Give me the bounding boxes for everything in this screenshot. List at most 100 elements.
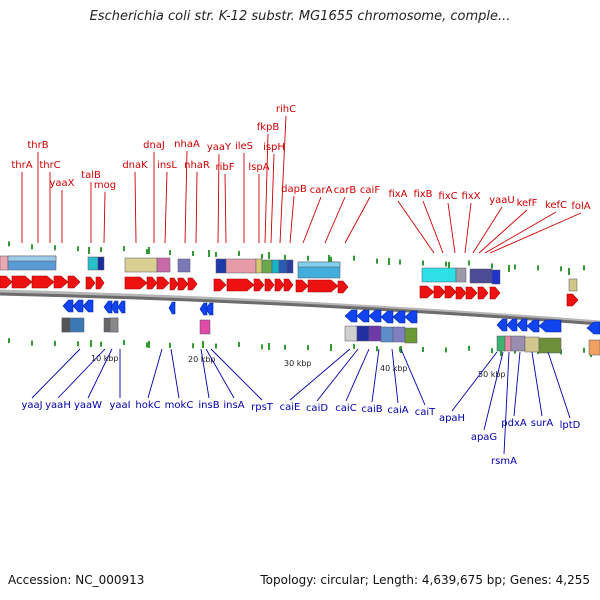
leader-line-reverse	[31, 348, 81, 399]
scale-tick-upper	[514, 264, 516, 270]
leader-line-forward	[302, 196, 322, 244]
feature-block	[225, 258, 257, 274]
feature-block	[524, 336, 540, 353]
reverse-gene-arrow	[368, 309, 382, 323]
forward-gene-arrow	[31, 275, 55, 289]
gene-label-insB: insB	[198, 400, 219, 411]
forward-gene-arrow	[156, 276, 170, 290]
forward-gene-arrow	[11, 275, 33, 289]
leader-line-forward	[279, 115, 287, 244]
feature-block	[278, 259, 288, 274]
gene-label-fixB: fixB	[413, 189, 432, 200]
gene-label-fixA: fixA	[388, 189, 407, 200]
scale-tick-upper	[399, 259, 401, 265]
leader-line-forward	[134, 171, 137, 244]
forward-gene-arrow	[0, 275, 13, 289]
scale-tick-major	[508, 265, 510, 272]
scale-tick-major	[268, 343, 270, 350]
gene-label-rpsT: rpsT	[251, 402, 274, 413]
gene-label-yaaY: yaaY	[207, 142, 232, 153]
scale-tick-upper	[284, 254, 286, 260]
gene-label-rihC: rihC	[276, 104, 296, 115]
scale-tick-upper	[215, 251, 217, 257]
feature-block	[538, 337, 562, 354]
leader-line-reverse	[170, 348, 180, 399]
reverse-gene-arrow	[506, 318, 518, 332]
gene-label-ribF: ribF	[216, 162, 235, 173]
scale-tick-upper	[537, 265, 539, 271]
forward-gene-arrow	[146, 276, 158, 290]
kbp-label: 50 kbp	[478, 370, 506, 379]
gene-label-kefC: kefC	[545, 200, 567, 211]
leader-line-reverse	[147, 348, 163, 399]
feature-block	[61, 317, 71, 333]
forward-gene-arrow	[283, 278, 294, 292]
gene-label-lptD: lptD	[560, 420, 581, 431]
feature-block	[455, 267, 467, 283]
kbp-label: 10 kbp	[91, 354, 119, 363]
gene-label-dnaK: dnaK	[122, 160, 148, 171]
scale-tick-major	[388, 258, 390, 265]
forward-gene-arrow	[337, 280, 349, 294]
scale-tick-upper	[491, 263, 493, 269]
leader-line-reverse	[391, 348, 399, 404]
leader-line-forward	[184, 150, 188, 244]
leader-line-reverse	[513, 351, 521, 417]
reverse-gene-arrow	[356, 309, 370, 323]
reverse-gene-arrow	[110, 300, 119, 314]
gene-label-ileS: ileS	[235, 141, 253, 152]
forward-gene-arrow	[465, 286, 478, 300]
scale-tick-lower	[169, 342, 171, 348]
gene-label-thrA: thrA	[11, 160, 32, 171]
forward-gene-arrow	[177, 277, 189, 291]
scale-tick-upper	[445, 261, 447, 267]
scale-tick-upper	[376, 258, 378, 264]
gene-label-carA: carA	[310, 185, 333, 196]
gene-label-caiB: caiB	[361, 404, 382, 415]
leader-line-reverse	[87, 348, 113, 399]
scale-tick-major	[328, 255, 330, 262]
feature-block	[97, 256, 105, 271]
reverse-gene-arrow	[380, 310, 394, 324]
scale-tick-lower	[468, 345, 470, 351]
forward-gene-arrow	[124, 276, 148, 290]
scale-tick-lower	[8, 338, 10, 344]
forward-gene-arrow	[187, 277, 198, 291]
leader-line-reverse	[57, 348, 106, 399]
leader-line-forward	[164, 171, 168, 244]
gene-label-nhaR: nhaR	[184, 160, 210, 171]
feature-block	[504, 335, 512, 352]
feature-block	[469, 268, 493, 284]
feature-block	[7, 255, 57, 262]
reverse-gene-arrow	[344, 309, 358, 323]
leader-line-forward	[489, 212, 582, 254]
feature-block	[380, 326, 394, 343]
leader-line-reverse	[400, 348, 426, 406]
scale-tick-lower	[238, 341, 240, 347]
scale-tick-upper	[330, 256, 332, 262]
feature-block	[124, 257, 158, 273]
scale-tick-lower	[31, 340, 33, 346]
gene-label-fixX: fixX	[461, 191, 480, 202]
scale-tick-lower	[123, 340, 125, 346]
leader-line-forward	[478, 209, 528, 254]
backbone-layer	[0, 289, 600, 326]
gene-label-surA: surA	[531, 418, 554, 429]
gene-label-nhaA: nhaA	[174, 139, 200, 150]
feature-block	[496, 335, 506, 352]
scale-tick-upper	[238, 250, 240, 256]
scale-tick-upper	[261, 253, 263, 259]
forward-gene-arrow	[53, 275, 69, 289]
reverse-gene-arrow	[586, 321, 600, 335]
feature-layer	[0, 255, 600, 356]
scale-tick-major	[88, 247, 90, 254]
scale-tick-lower	[100, 341, 102, 347]
gene-label-caiF: caiF	[360, 185, 380, 196]
gene-label-caiT: caiT	[415, 407, 436, 418]
feature-block	[297, 261, 341, 268]
scale-tick-major	[568, 268, 570, 275]
leader-line-forward	[484, 211, 557, 254]
gene-label-yaaI: yaaI	[109, 400, 130, 411]
scale-tick-lower	[583, 347, 585, 353]
